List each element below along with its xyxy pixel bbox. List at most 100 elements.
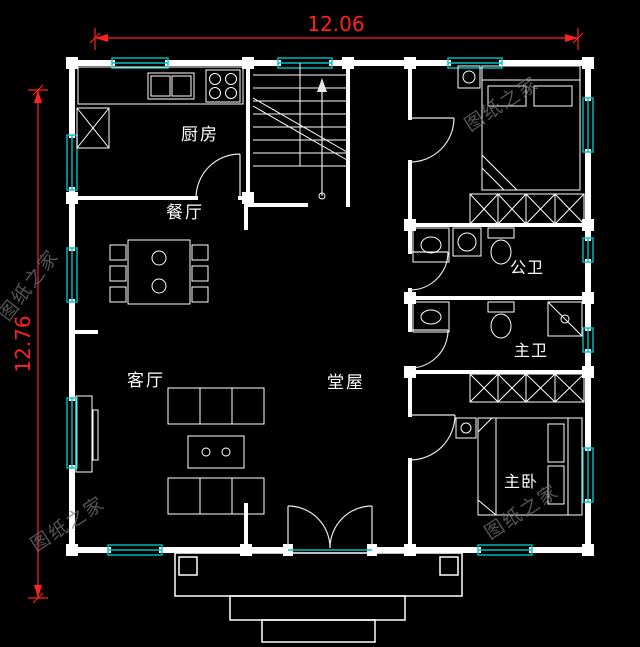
- stair-arrow-head: [317, 78, 327, 92]
- column: [404, 366, 416, 378]
- column: [342, 57, 354, 69]
- porch-steps: [174, 552, 463, 643]
- column: [404, 219, 416, 231]
- porch-step-3: [261, 619, 376, 643]
- window-living-left: [66, 397, 78, 469]
- window-publicbath-right: [582, 237, 594, 263]
- toilet: [487, 227, 515, 265]
- bed-top: [481, 65, 581, 191]
- column: [582, 544, 594, 556]
- wash-basin: [412, 227, 450, 263]
- room-label-dining: 餐厅: [166, 203, 204, 223]
- bedroom-top-furniture: [457, 65, 585, 225]
- kitchen-sink: [147, 72, 195, 100]
- plate: [151, 278, 167, 294]
- pillow: [547, 465, 565, 505]
- column: [66, 57, 78, 69]
- room-label-master-bedroom: 主卧: [504, 472, 538, 491]
- porch-column-left: [178, 556, 198, 576]
- public-bath-door: [409, 251, 449, 291]
- master-bedroom-door: [409, 414, 456, 461]
- master-bath-door: [409, 329, 449, 369]
- column: [404, 57, 416, 69]
- room-labels: 厨房 餐厅 客厅 堂屋 公卫 主卫 主卧: [127, 125, 548, 491]
- dimension-top-value: 12.06: [307, 12, 364, 36]
- door-swing-arcs: [287, 505, 373, 549]
- dining-table: [127, 239, 191, 305]
- column: [582, 366, 594, 378]
- windows: [66, 57, 594, 556]
- dimension-left: 12.76: [11, 84, 48, 604]
- kitchen-fridge: [76, 107, 110, 149]
- room-label-kitchen: 厨房: [181, 125, 219, 145]
- master-bath-fixtures: [412, 301, 583, 339]
- blanket-fold: [477, 417, 497, 516]
- column: [240, 544, 252, 556]
- bed-master: [477, 417, 583, 516]
- window-stairs-top: [277, 57, 333, 69]
- dining-chairs-left: [109, 244, 127, 303]
- room-label-hall: 堂屋: [327, 373, 365, 393]
- sofa-bottom: [167, 477, 265, 515]
- kitchen-door: [195, 153, 241, 199]
- dimension-left-value: 12.76: [11, 315, 35, 372]
- window-dining-left: [66, 247, 78, 303]
- dimension-left-arrow-top: [34, 90, 42, 103]
- window-bedroom-right: [582, 97, 594, 153]
- kitchen-stove: [205, 69, 241, 103]
- public-bath-fixtures: [412, 227, 515, 265]
- window-bedroom-top: [447, 57, 503, 69]
- exterior-walls: [69, 60, 591, 553]
- column: [582, 57, 594, 69]
- window-living-bottom: [107, 544, 163, 556]
- dimension-left-arrow-bottom: [34, 585, 42, 598]
- stair-break-line: [252, 97, 348, 161]
- column: [66, 192, 78, 204]
- dimension-top-arrow-right: [565, 34, 578, 42]
- kitchen-furniture: [76, 66, 244, 149]
- column: [404, 544, 416, 556]
- pillow: [533, 85, 573, 107]
- room-label-master-bath: 主卫: [514, 341, 548, 360]
- door-leaves: [287, 506, 373, 548]
- column: [66, 544, 78, 556]
- wash-basin: [412, 301, 450, 333]
- dimension-top: 12.06: [89, 12, 584, 50]
- blanket-fold: [481, 154, 518, 191]
- sofa-top: [167, 387, 265, 425]
- coffee-table: [187, 435, 245, 469]
- wardrobe-top: [469, 193, 585, 225]
- pillow: [547, 423, 565, 463]
- column: [242, 57, 254, 69]
- master-bedroom-furniture: [455, 373, 585, 516]
- interior-doors: [195, 117, 456, 461]
- washing-machine: [452, 227, 482, 257]
- watermarks: 图纸之家 图纸之家 图纸之家 图纸之家: [0, 72, 563, 556]
- dimension-top-arrow-left: [95, 34, 108, 42]
- plate: [151, 250, 167, 266]
- toilet: [487, 301, 515, 339]
- room-label-living: 客厅: [127, 371, 165, 391]
- stair-arrow-origin: [318, 192, 326, 200]
- column: [582, 219, 594, 231]
- tv-cabinet: [75, 395, 99, 473]
- nightstand-master: [455, 417, 477, 439]
- column: [582, 292, 594, 304]
- window-kitchen-left: [66, 134, 78, 191]
- window-masterbedroom-right: [582, 447, 594, 503]
- dimension-top-extension-lines: [94, 28, 579, 50]
- dining-chairs-right: [191, 244, 209, 303]
- porch-column-right: [439, 556, 459, 576]
- column: [242, 192, 254, 204]
- dining-table-set: [109, 239, 209, 305]
- window-kitchen-top: [111, 57, 169, 69]
- main-entry-double-door: [287, 505, 373, 551]
- interior-walls: [70, 61, 590, 552]
- pillow: [487, 85, 527, 107]
- porch-step-2: [229, 595, 406, 621]
- bedroom-top-door: [409, 117, 455, 163]
- living-room-furniture: [75, 387, 265, 515]
- staircase: [252, 63, 348, 200]
